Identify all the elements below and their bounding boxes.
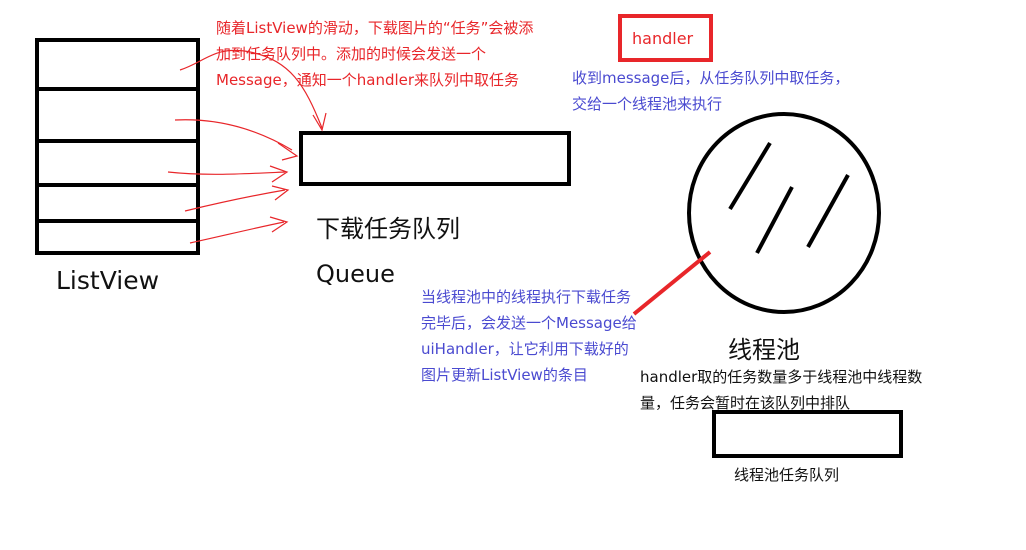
overflow-note-line: handler取的任务数量多于线程池中线程数 bbox=[640, 368, 923, 386]
handler-note-line: 收到message后，从任务队列中取任务， bbox=[572, 69, 850, 87]
handler-label: handler bbox=[632, 29, 694, 48]
listview-box bbox=[35, 38, 200, 255]
arrow-curve bbox=[167, 171, 286, 175]
arrow-curve bbox=[189, 221, 285, 244]
arrow-head bbox=[277, 142, 299, 161]
completion-note-line: 完毕后，会发送一个Message给 bbox=[421, 314, 637, 332]
task-arrows bbox=[167, 49, 327, 244]
listview-outline bbox=[35, 38, 200, 255]
handler-note-line: 交给一个线程池来执行 bbox=[572, 95, 723, 113]
scroll-note-line: Message，通知一个handler来队列中取任务 bbox=[216, 71, 520, 89]
queue-label-en: Queue bbox=[316, 260, 395, 288]
arrow-head bbox=[269, 165, 289, 183]
overflow-note: handler取的任务数量多于线程池中线程数 量，任务会暂时在该队列中排队 bbox=[640, 364, 922, 416]
completion-note-line: 图片更新ListView的条目 bbox=[421, 366, 588, 384]
thread-pool-circle bbox=[687, 112, 881, 314]
completion-connector bbox=[632, 250, 712, 316]
thread-line bbox=[806, 174, 850, 248]
arrow-curve bbox=[174, 119, 293, 151]
threadpool-queue-box bbox=[712, 410, 903, 458]
handler-box bbox=[618, 14, 713, 62]
arrow-curve bbox=[179, 49, 323, 129]
threadpool-label: 线程池 bbox=[728, 336, 800, 364]
queue-label-cn: 下载任务队列 bbox=[316, 215, 460, 243]
arrow-curve bbox=[184, 189, 286, 212]
listview-label: ListView bbox=[56, 266, 160, 295]
scroll-note-line: 随着ListView的滑动，下载图片的“任务”会被添 bbox=[216, 19, 534, 37]
completion-note-line: uiHandler，让它利用下载好的 bbox=[421, 340, 629, 358]
arrow-head bbox=[271, 185, 290, 201]
scroll-note-line: 加到任务队列中。添加的时候会发送一个 bbox=[216, 45, 487, 63]
thread-line bbox=[728, 141, 772, 211]
scroll-note: 随着ListView的滑动，下载图片的“任务”会被添 加到任务队列中。添加的时候… bbox=[216, 15, 533, 93]
completion-note: 当线程池中的线程执行下载任务 完毕后，会发送一个Message给 uiHandl… bbox=[421, 284, 637, 388]
download-queue-box bbox=[299, 131, 571, 186]
arrow-head bbox=[269, 216, 289, 233]
arrow-head bbox=[312, 112, 327, 132]
threadpool-queue-label: 线程池任务队列 bbox=[734, 466, 840, 484]
completion-note-line: 当线程池中的线程执行下载任务 bbox=[421, 288, 632, 306]
thread-strokes bbox=[728, 141, 850, 254]
thread-line bbox=[755, 186, 794, 254]
handler-note: 收到message后，从任务队列中取任务， 交给一个线程池来执行 bbox=[572, 65, 849, 117]
overflow-note-line: 量，任务会暂时在该队列中排队 bbox=[640, 394, 851, 412]
